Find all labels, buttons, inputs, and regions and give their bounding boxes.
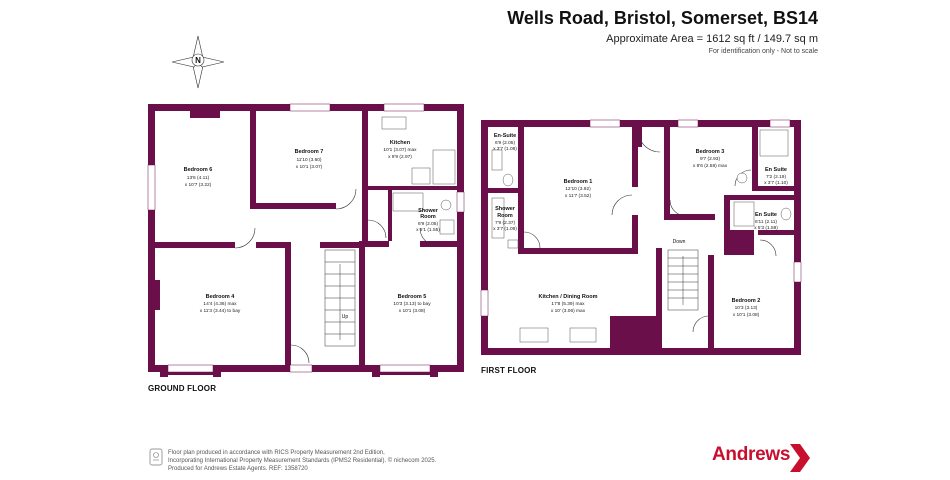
room-bedroom-7-dim1: 11'10 (3.60) (296, 157, 321, 163)
room-bedroom-3-dim1: 9'7 (2.93) (700, 156, 721, 162)
footer-disclaimer: Floor plan produced in accordance with R… (168, 449, 468, 473)
footer-line-2: Incorporating International Property Mea… (168, 458, 437, 464)
room-bedroom-2-name: Bedroom 2 (732, 298, 761, 304)
room-bedroom-7-dim2: x 10'1 (3.07) (296, 164, 323, 170)
room-kitchen-dining-name: Kitchen / Dining Room (539, 294, 598, 300)
room-bedroom-2-dim2: x 10'1 (3.08) (733, 312, 760, 318)
andrews-logo: Andrews (712, 444, 812, 474)
room-kitchen-dining-dim2: x 10' (3.06) max (551, 308, 586, 314)
first-floor-fixtures (491, 129, 792, 343)
room-en-suite-mid-right-dim1: 6'11 (2.11) (755, 219, 777, 225)
room-bedroom-6-dim2: x 10'7 (3.22) (185, 182, 212, 188)
first-staircase (667, 249, 699, 311)
room-en-suite-left-name: En-Suite (494, 133, 516, 139)
compass-icon: N (171, 35, 225, 89)
ground-floor-plan: Up Bedroom 6 13'6 (4.11) x 10'7 (3.22) B… (147, 103, 465, 377)
andrews-logo-text: Andrews (712, 444, 791, 465)
ground-kitchen-fixtures (381, 116, 456, 235)
stair-down-label: Down (673, 239, 686, 245)
approximate-area-text: Approximate Area = 1612 sq ft / 149.7 sq… (606, 33, 818, 45)
room-bedroom-3-dim2: x 8'6 (2.58) max (693, 163, 728, 169)
room-kitchen-name: Kitchen (390, 140, 411, 146)
room-en-suite-top-right-name: En Suite (765, 167, 787, 173)
room-bedroom-5-dim2: x 10'1 (3.08) (399, 308, 426, 314)
room-bedroom-6-name: Bedroom 6 (184, 167, 213, 173)
room-first-shower-name2: Room (497, 213, 513, 219)
ground-staircase (324, 249, 356, 347)
room-kitchen-dining-dim1: 17'8 (5.39) max (551, 301, 585, 307)
room-bedroom-5-name: Bedroom 5 (398, 294, 427, 300)
room-en-suite-left-dim1: 6'9 (2.05) (495, 140, 516, 146)
chevron-right-icon (790, 444, 810, 472)
room-bedroom-2-dim1: 10'3 (3.13) (735, 305, 758, 311)
room-shower-room-name: Shower (418, 208, 439, 214)
room-kitchen-dim1: 10'1 (3.07) max (383, 147, 417, 153)
compass-north-label: N (195, 56, 201, 65)
room-en-suite-mid-right-name: En Suite (755, 212, 777, 218)
room-bedroom-1-name: Bedroom 1 (564, 179, 593, 185)
room-shower-room-name2: Room (420, 214, 436, 220)
room-bedroom-5-dim1: 10'3 (3.13) to bay (393, 301, 431, 307)
room-en-suite-top-right-dim2: x 3'7 (1.10) (764, 180, 788, 186)
room-shower-room-dim1: 6'9 (2.05) (418, 221, 439, 227)
stair-up-label: Up (342, 314, 349, 320)
room-shower-room-dim2: x 5'1 (1.55) (416, 227, 440, 233)
room-bedroom-4-name: Bedroom 4 (206, 294, 236, 300)
room-bedroom-4-dim2: x 11'3 (3.44) to bay (200, 308, 241, 314)
footer-line-1: Floor plan produced in accordance with R… (168, 450, 385, 456)
first-floor-label: FIRST FLOOR (481, 366, 537, 375)
room-first-shower-dim1: 7'9 (2.37) (495, 220, 516, 226)
identification-note: For identification only - Not to scale (708, 48, 818, 55)
room-kitchen-dim2: x 9'9 (2.97) (388, 154, 412, 160)
room-bedroom-3-name: Bedroom 3 (696, 149, 725, 155)
room-first-shower-name: Shower (495, 206, 516, 212)
room-bedroom-1-dim1: 12'10 (3.92) (565, 186, 591, 192)
first-floor-plan: Down En-Suite 6'9 (2.05) x 3'7 (1.08) Sh… (480, 119, 802, 355)
room-bedroom-1-dim2: x 11'7 (3.52) (565, 193, 592, 199)
room-bedroom-4-dim1: 14'4 (4.36) max (203, 301, 237, 307)
room-first-shower-dim2: x 3'7 (1.09) (493, 226, 517, 232)
room-en-suite-mid-right-dim2: x 5'3 (1.59) (754, 225, 778, 231)
footer-line-3: Produced for Andrews Estate Agents. REF:… (168, 466, 308, 472)
ground-floor-label: GROUND FLOOR (148, 384, 217, 393)
room-bedroom-6-dim1: 13'6 (4.11) (187, 175, 210, 181)
room-en-suite-left-dim2: x 3'7 (1.08) (493, 146, 517, 152)
property-address-title: Wells Road, Bristol, Somerset, BS14 (507, 8, 818, 28)
room-bedroom-7-name: Bedroom 7 (295, 149, 324, 155)
room-en-suite-top-right-dim1: 7'2 (2.19) (766, 174, 787, 180)
document-icon (149, 448, 163, 466)
